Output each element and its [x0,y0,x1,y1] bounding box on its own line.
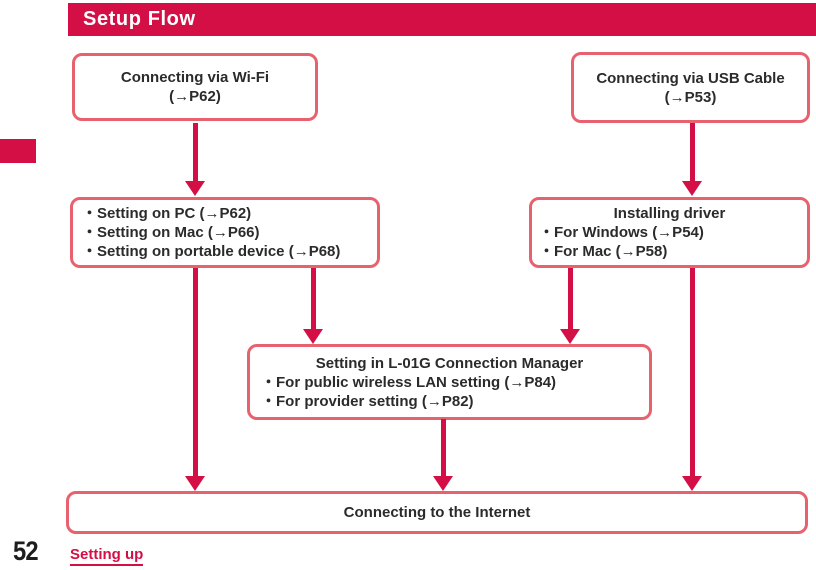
section-header-bar: Setup Flow [68,3,816,36]
down-arrow-icon [185,123,205,196]
flow-box-title: Installing driver [613,205,726,222]
chapter-index-tab [0,139,36,163]
flow-item: ・Setting on PC (→P62) [82,205,252,222]
down-arrow-icon [433,419,453,491]
flow-box-installing-driver: Installing driver ・For Windows (→P54) ・F… [529,197,810,268]
flow-box-title: Connecting to the Internet [343,504,531,521]
page-number: 52 [13,536,39,566]
down-arrow-icon [682,123,702,196]
flow-item: ・For provider setting (→P82) [261,392,474,410]
flow-box-title: Setting in L-01G Connection Manager [315,354,584,372]
down-arrow-icon [185,268,205,491]
flow-box-title: Connecting via Wi-Fi [120,69,270,86]
flow-item: ・Setting on portable device (→P68) [82,243,341,260]
flow-box-page-ref: (→P53) [664,88,717,106]
down-arrow-icon [560,268,580,344]
flow-box-title: Connecting via USB Cable [596,69,785,87]
flow-item: ・Setting on Mac (→P66) [82,224,260,241]
flow-item: ・For public wireless LAN setting (→P84) [261,373,557,391]
down-arrow-icon [682,268,702,491]
flow-box-connect-usb: Connecting via USB Cable (→P53) [571,52,810,123]
page-title: Setup Flow [83,8,196,30]
section-label: Setting up [70,546,144,566]
down-arrow-icon [303,268,323,344]
flow-box-device-settings: ・Setting on PC (→P62) ・Setting on Mac (→… [70,197,380,268]
flow-box-page-ref: (→P62) [169,88,221,105]
flow-item: ・For Mac (→P58) [539,243,668,260]
flow-box-connect-internet: Connecting to the Internet [66,491,808,534]
flow-box-connect-wifi: Connecting via Wi-Fi (→P62) [72,53,318,121]
flow-item: ・For Windows (→P54) [539,224,704,241]
flow-box-connection-manager: Setting in L-01G Connection Manager ・For… [247,344,652,420]
